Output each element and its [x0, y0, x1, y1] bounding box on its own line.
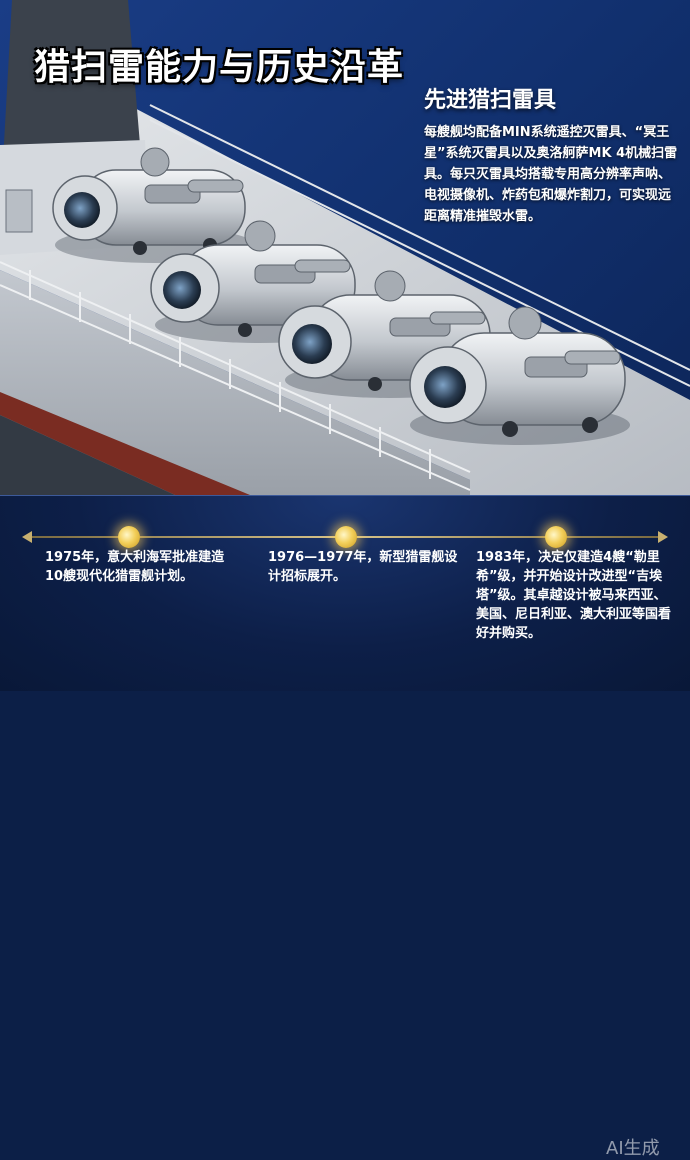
boot-topping	[0, 392, 250, 495]
info-panel: 先进猎扫雷具 每艘舰均配备MIN系统遥控灭雷具、“冥王星”系统灭雷具以及奥洛舸萨…	[424, 82, 679, 227]
mine-vehicle-4	[409, 306, 630, 445]
timeline: 1975年，意大利海军批准建造10艘现代化猎雷舰计划。 1976—1977年，新…	[0, 495, 690, 1159]
timeline-node-2	[335, 526, 357, 548]
page-title: 猎扫雷能力与历史沿革	[34, 47, 405, 88]
arrow-right-icon	[658, 531, 668, 543]
timeline-node-3	[545, 526, 567, 548]
near-railing	[0, 261, 471, 491]
arrow-left-icon	[22, 531, 32, 543]
mast-door	[5, 189, 33, 233]
ship-illustration	[0, 0, 690, 495]
watermark: AI生成	[606, 1138, 660, 1159]
info-heading: 先进猎扫雷具	[424, 88, 557, 113]
timeline-event-1: 1975年，意大利海军批准建造10艘现代化猎雷舰计划。	[45, 550, 225, 584]
hero-illustration: 猎扫雷能力与历史沿革 先进猎扫雷具 每艘舰均配备MIN系统遥控灭雷具、“冥王星”…	[0, 0, 690, 495]
timeline-event-2: 1976—1977年，新型猎雷舰设计招标展开。	[268, 550, 458, 584]
timeline-event-3: 1983年，决定仅建造4艘“勒里希”级，并开始设计改进型“吉埃塔”级。其卓越设计…	[476, 550, 672, 641]
info-body: 每艘舰均配备MIN系统遥控灭雷具、“冥王星”系统灭雷具以及奥洛舸萨MK 4机械扫…	[424, 125, 678, 224]
timeline-node-1	[118, 526, 140, 548]
hull-lower	[0, 415, 175, 495]
